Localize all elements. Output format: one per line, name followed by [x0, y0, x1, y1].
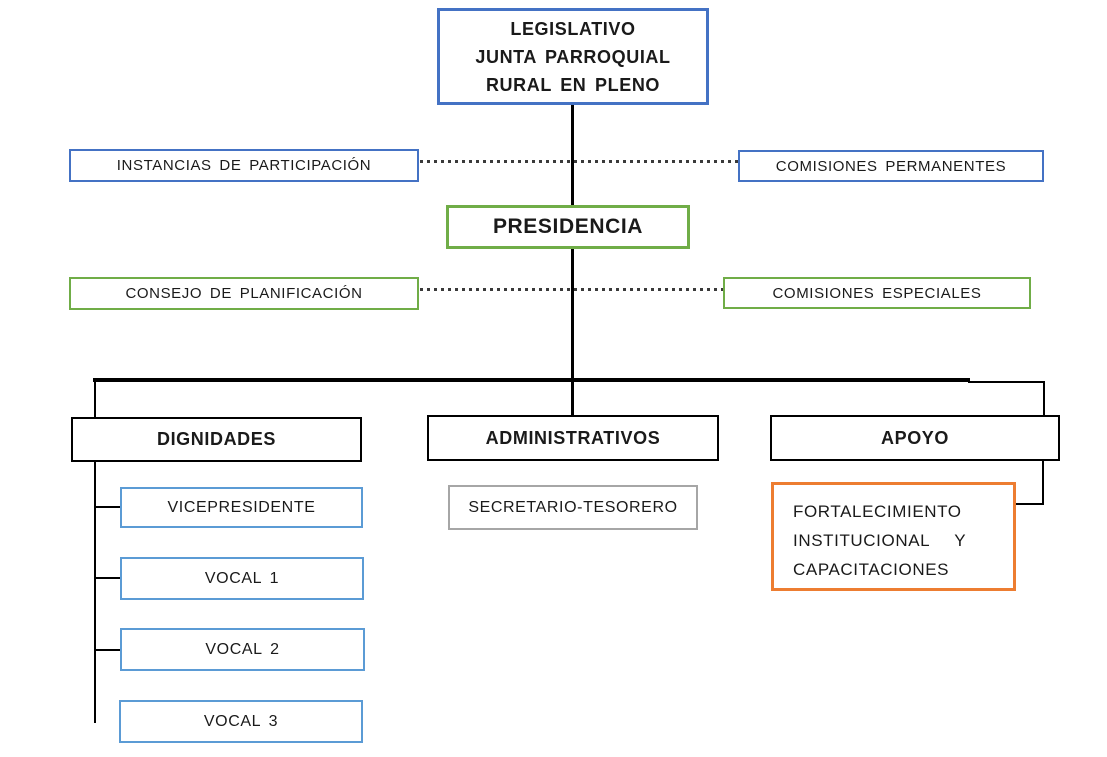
node-secretario-tesorero: SECRETARIO-TESORERO	[448, 485, 698, 530]
node-consejo-de-planificacion: CONSEJO DE PLANIFICACIÓN	[69, 277, 419, 310]
connector-apoyo-down	[1042, 461, 1044, 505]
node-consejo-label: CONSEJO DE PLANIFICACIÓN	[125, 285, 363, 302]
node-vocal-1: VOCAL 1	[120, 557, 364, 600]
node-vicepresidente-label: VICEPRESIDENTE	[167, 498, 316, 516]
connector-apoyo-fortalecimiento	[1014, 503, 1044, 505]
node-administrativos: ADMINISTRATIVOS	[427, 415, 719, 461]
node-apoyo-label: APOYO	[880, 427, 949, 448]
node-administrativos-label: ADMINISTRATIVOS	[485, 427, 661, 448]
node-legislativo-line1: LEGISLATIVO	[510, 18, 636, 39]
node-vicepresidente: VICEPRESIDENTE	[120, 487, 363, 528]
connector-stub-vocal-2	[96, 649, 120, 651]
node-comisiones-permanentes-label: COMISIONES PERMANENTES	[775, 157, 1007, 175]
node-fortalecimiento-line2: INSTITUCIONAL Y	[793, 531, 967, 550]
connector-stub-vocal-1	[96, 577, 120, 579]
node-comisiones-especiales-label: COMISIONES ESPECIALES	[772, 284, 982, 302]
connector-legislativo-presidencia	[571, 103, 574, 205]
node-vocal-2-label: VOCAL 2	[205, 640, 280, 658]
node-presidencia: PRESIDENCIA	[446, 205, 690, 249]
connector-elbow-horizontal-apoyo	[968, 381, 1045, 383]
node-secretario-label: SECRETARIO-TESORERO	[468, 498, 678, 516]
node-fortalecimiento-institucional: FORTALECIMIENTO INSTITUCIONAL Y CAPACITA…	[771, 482, 1016, 591]
node-fortalecimiento-line1: FORTALECIMIENTO	[793, 502, 962, 521]
connector-dotted-instancias-comisiones-permanentes	[420, 160, 738, 163]
node-vocal-3-label: VOCAL 3	[203, 712, 279, 730]
node-vocal-2: VOCAL 2	[120, 628, 365, 671]
connector-presidencia-trunk	[571, 249, 574, 381]
node-vocal-1-label: VOCAL 1	[204, 569, 280, 587]
connector-rail-dignidades-children	[94, 462, 96, 723]
node-legislativo-junta-parroquial: LEGISLATIVO JUNTA PARROQUIAL RURAL EN PL…	[437, 8, 709, 105]
node-instancias-de-participacion: INSTANCIAS DE PARTICIPACIÓN	[69, 149, 419, 182]
node-fortalecimiento-line3: CAPACITACIONES	[793, 560, 950, 579]
connector-stub-vicepresidente	[96, 506, 120, 508]
node-dignidades: DIGNIDADES	[71, 417, 362, 462]
node-apoyo: APOYO	[770, 415, 1060, 461]
node-vocal-3: VOCAL 3	[119, 700, 363, 743]
node-legislativo-line2: JUNTA PARROQUIAL	[475, 46, 671, 67]
node-dignidades-label: DIGNIDADES	[156, 429, 276, 449]
node-comisiones-permanentes: COMISIONES PERMANENTES	[738, 150, 1044, 182]
connector-horizontal-bar	[93, 378, 970, 382]
connector-drop-dignidades	[94, 382, 96, 417]
connector-drop-administrativos	[571, 381, 574, 415]
node-instancias-label: INSTANCIAS DE PARTICIPACIÓN	[116, 157, 372, 174]
node-presidencia-label: PRESIDENCIA	[492, 215, 644, 238]
connector-elbow-vertical-apoyo	[1043, 381, 1045, 415]
connector-dotted-consejo-comisiones-especiales	[420, 288, 723, 291]
node-legislativo-line3: RURAL EN PLENO	[485, 74, 661, 95]
node-comisiones-especiales: COMISIONES ESPECIALES	[723, 277, 1031, 309]
